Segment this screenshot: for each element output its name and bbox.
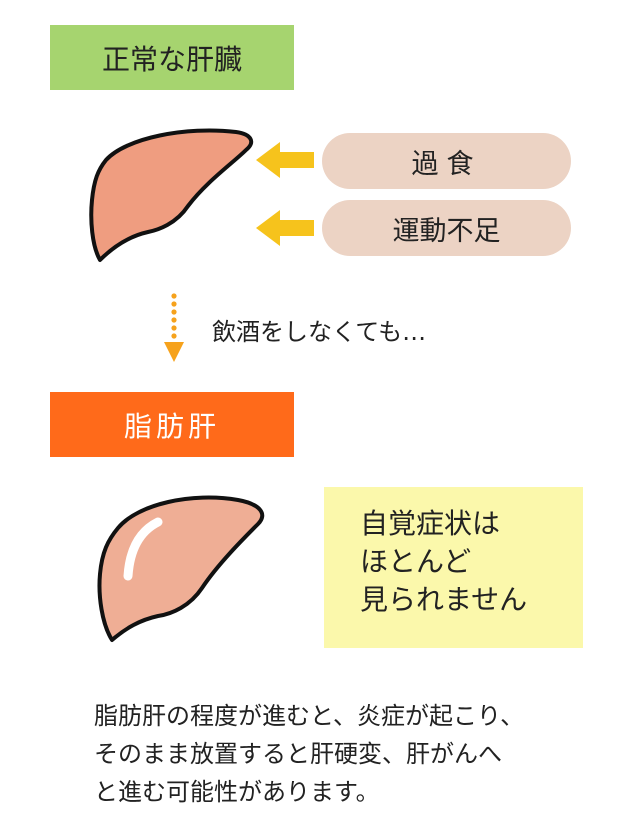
left-arrow-icon [256,210,314,246]
explanation-text: 脂肪肝の程度が進むと、炎症が起こり、 そのまま放置すると肝硬変、肝がんへ と進む… [94,697,524,811]
fatty-liver-label: 脂肪肝 [50,392,294,457]
symptom-line: ほとんど [360,545,472,578]
cause-overeating: 過食 [322,133,571,189]
explanation-line: そのまま放置すると肝硬変、肝がんへ [94,740,502,768]
symptom-box: 自覚症状は ほとんど 見られません [324,487,583,648]
note-text: 飲酒をしなくても… [212,318,427,346]
cause-lack-of-exercise: 運動不足 [322,200,571,256]
fatty-liver-icon [97,495,265,642]
explanation-line: と進む可能性があります。 [94,778,380,806]
left-arrow-icon [256,142,314,178]
normal-liver-label: 正常な肝臓 [50,25,294,90]
symptom-line: 見られません [360,583,528,616]
symptom-line: 自覚症状は [360,507,501,540]
normal-liver-icon [89,128,254,262]
explanation-line: 脂肪肝の程度が進むと、炎症が起こり、 [94,702,525,730]
down-arrow-icon [164,293,184,362]
